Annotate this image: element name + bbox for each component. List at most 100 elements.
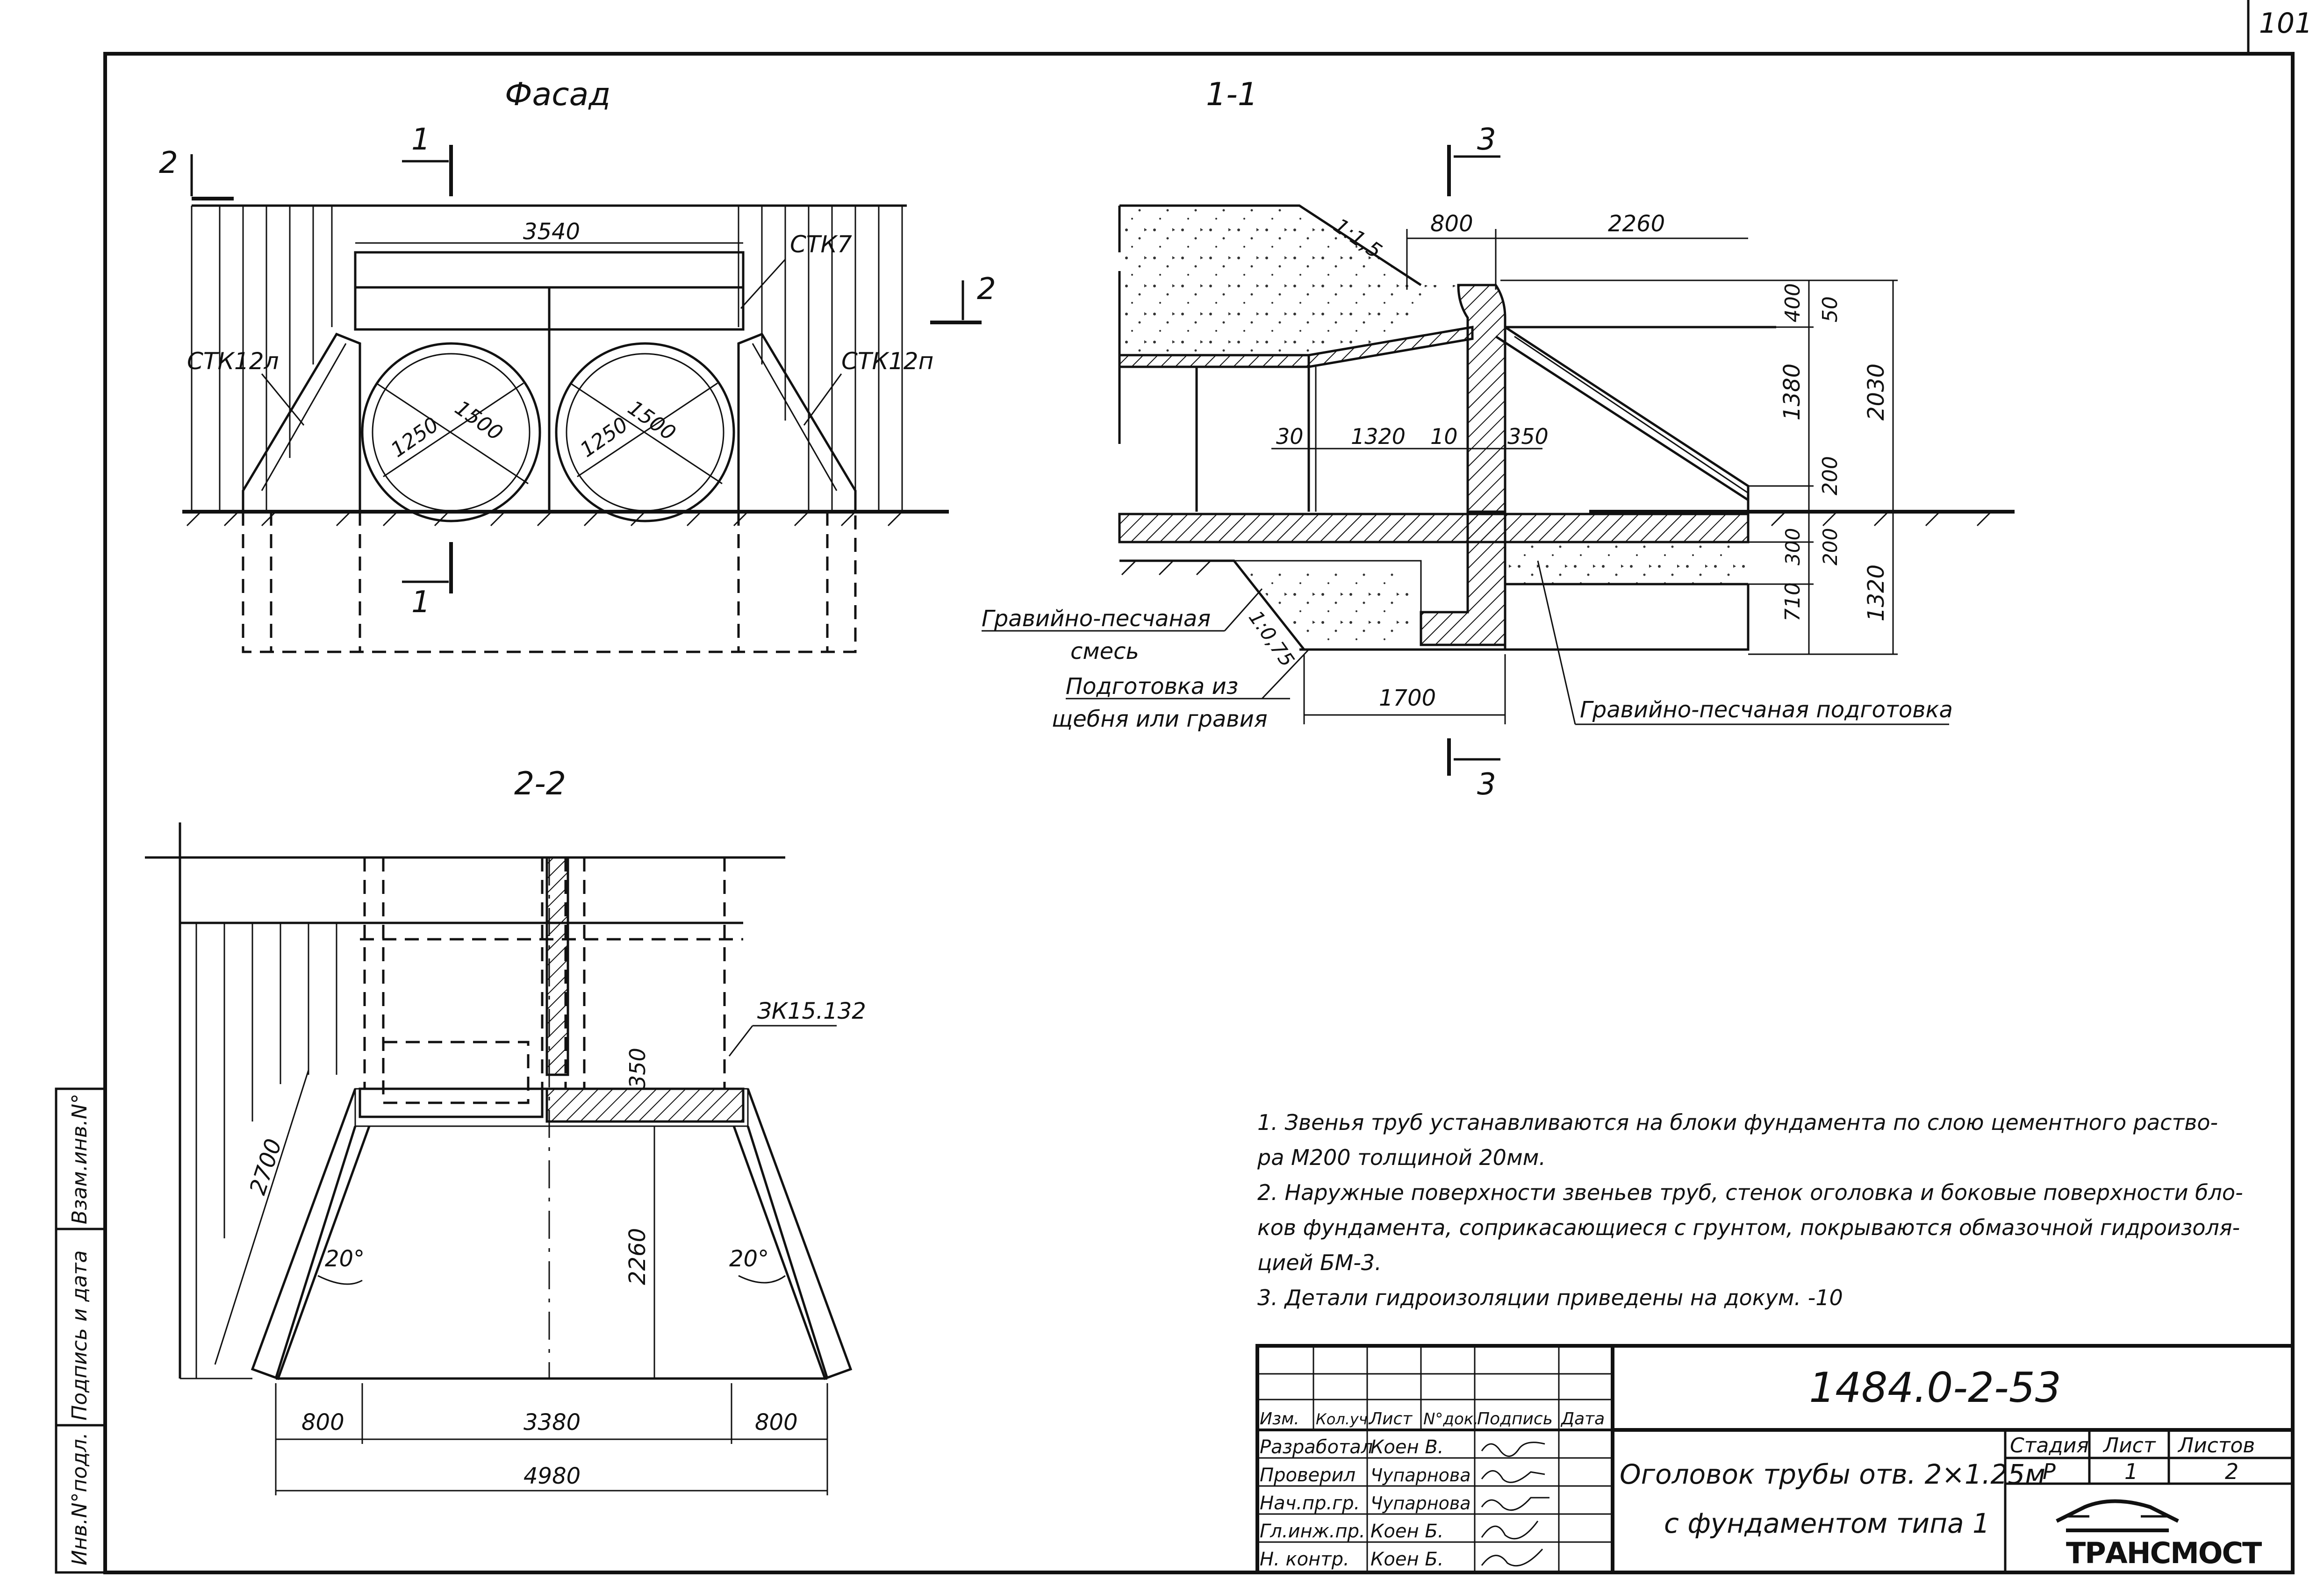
label-ctk7: СТК7 [790, 231, 852, 258]
title-line-1: Оголовок трубы отв. 2×1.25м [1620, 1458, 2045, 1490]
note-line-4: ков фундамента, соприкасающиеся с грунто… [1257, 1215, 2240, 1240]
pipe-right-inner [566, 353, 724, 512]
side-stamp-sign: Подпись и дата [68, 1250, 92, 1421]
pipe-left-inner [372, 353, 531, 512]
label-gravel-sand-prep: Гравийно-песчаная подготовка [1580, 697, 1953, 723]
sheet-frame: 10 1 [103, 0, 2313, 1574]
dim-350-2-2: 350 [625, 1048, 650, 1089]
sheet-value: 1 [2124, 1459, 2138, 1484]
pipe-right-outer [555, 342, 735, 522]
dim-10: 10 [1430, 424, 1458, 449]
col-izm: Изм. [1260, 1409, 1299, 1429]
pipe-right-d1250: 1250 [576, 413, 632, 462]
dim-800-top: 800 [1430, 211, 1473, 237]
note-line-3: 2. Наружные поверхности звеньев труб, ст… [1257, 1180, 2243, 1205]
title-block: Изм. Кол.уч. Лист N°док. Подпись Дата Ра… [1255, 1344, 2295, 1574]
dim-30: 30 [1276, 424, 1304, 449]
pipe-left-outer [361, 342, 541, 522]
svg-text:1: 1 [411, 585, 430, 620]
pipe-left-d1250: 1250 [387, 413, 443, 462]
title-block-grid [1257, 1346, 1613, 1572]
section-1-1-title: 1-1 [1206, 76, 1258, 113]
logo-text: ТРАНСМОСТ [2066, 1536, 2262, 1570]
dim-710: 710 [1781, 582, 1805, 621]
note-line-6: 3. Детали гидроизоляции приведены на док… [1257, 1285, 1843, 1310]
section-2-2-fill-lines [195, 923, 337, 1379]
side-stamp-inv: Инв.N°подл. [68, 1432, 92, 1565]
dim-800-left: 800 [301, 1409, 344, 1436]
dim-50: 50 [1818, 296, 1842, 322]
dim-400: 400 [1781, 283, 1805, 322]
doc-code: 1484.0-2-53 [1809, 1364, 2061, 1412]
angle-20-left: 20° [325, 1246, 365, 1272]
dim-1700: 1700 [1379, 685, 1436, 711]
section-1-1-view: 1-1 1:1,5 [982, 76, 2015, 802]
side-stamp-vzam: Взам.инв.N° [68, 1093, 92, 1224]
dim-4980: 4980 [524, 1463, 581, 1489]
name-0: Коен В. [1370, 1436, 1444, 1458]
note-line-2: ра М200 толщиной 20мм. [1257, 1145, 1546, 1170]
role-0: Разработал [1260, 1436, 1373, 1458]
svg-text:1: 1 [411, 122, 430, 157]
dim-1320-vert: 1320 [1863, 564, 1889, 621]
facade-view: Фасад 3540 СТК7 1500 1250 1500 1250 [159, 76, 996, 653]
sheet-label: Лист [2102, 1434, 2156, 1457]
angle-20-right: 20° [729, 1246, 769, 1272]
role-4: Н. контр. [1260, 1549, 1349, 1570]
dim-800-right: 800 [755, 1409, 798, 1436]
label-zk15-132: ЗК15.132 [757, 998, 866, 1024]
stage-label: Стадия [2010, 1434, 2089, 1457]
section-2-2-view: 2-2 ЗК15.132 350 2260 2700 20° 2 [145, 765, 866, 1495]
name-3: Коен Б. [1370, 1521, 1444, 1542]
transmost-logo: ТРАНСМОСТ [2056, 1499, 2263, 1570]
dim-2260-2-2: 2260 [624, 1228, 651, 1285]
dim-3380: 3380 [524, 1409, 581, 1436]
section-2-2-title: 2-2 [514, 765, 566, 802]
role-2: Нач.пр.гр. [1260, 1493, 1360, 1514]
col-data: Дата [1560, 1409, 1605, 1429]
dim-2260-top: 2260 [1608, 211, 1665, 237]
col-list: Лист [1369, 1409, 1413, 1429]
dim-1320-horiz: 1320 [1351, 424, 1406, 449]
facade-ground-hatch [186, 511, 903, 527]
note-line-1: 1. Звенья труб устанавливаются на блоки … [1257, 1110, 2218, 1135]
title-line-2: с фундаментом типа 1 [1664, 1507, 1990, 1539]
facade-section-marks: 1 1 2 2 [159, 122, 996, 620]
role-3: Гл.инж.пр. [1260, 1521, 1365, 1542]
pipe-right-d1500: 1500 [624, 396, 680, 445]
name-4: Коен Б. [1370, 1549, 1444, 1570]
signatures [1481, 1442, 1549, 1567]
col-n-dok: N°док. [1423, 1410, 1478, 1429]
sheets-label: Листов [2177, 1434, 2255, 1457]
name-2: Чупарнова [1370, 1493, 1471, 1514]
side-stamp: Инв.N°подл. Подпись и дата Взам.инв.N° [55, 1087, 107, 1574]
dim-350: 350 [1507, 424, 1549, 449]
svg-text:3: 3 [1477, 122, 1496, 157]
label-ctk12-left: СТК12л [187, 348, 279, 375]
note-line-5: цией БМ-3. [1257, 1250, 1382, 1275]
dim-2700: 2700 [244, 1136, 287, 1198]
dim-1380: 1380 [1779, 364, 1805, 421]
dim-200: 200 [1818, 456, 1842, 495]
dim-200b: 200 [1819, 528, 1842, 565]
name-1: Чупарнова [1370, 1465, 1471, 1486]
label-gravel-sand-mix-2: смесь [1070, 638, 1139, 664]
role-1: Проверил [1260, 1464, 1356, 1486]
svg-text:2: 2 [159, 146, 178, 180]
dim-300: 300 [1781, 528, 1804, 565]
facade-dim-3540: 3540 [523, 219, 580, 245]
section-3-marks: 3 3 [1447, 122, 1500, 802]
label-prep-1: Подготовка из [1066, 673, 1238, 700]
svg-text:3: 3 [1477, 767, 1496, 802]
page-number: 101 [2259, 7, 2313, 40]
sheets-value: 2 [2225, 1459, 2238, 1484]
label-ctk12-right: СТК12п [841, 348, 933, 375]
svg-text:2: 2 [977, 272, 996, 307]
facade-title: Фасад [505, 76, 610, 113]
label-gravel-sand-mix-1: Гравийно-песчаная [982, 606, 1211, 632]
col-kol-uch: Кол.уч. [1316, 1410, 1372, 1428]
stage-value: Р [2043, 1459, 2056, 1484]
col-podpis: Подпись [1477, 1409, 1553, 1429]
dim-2030: 2030 [1863, 364, 1889, 421]
